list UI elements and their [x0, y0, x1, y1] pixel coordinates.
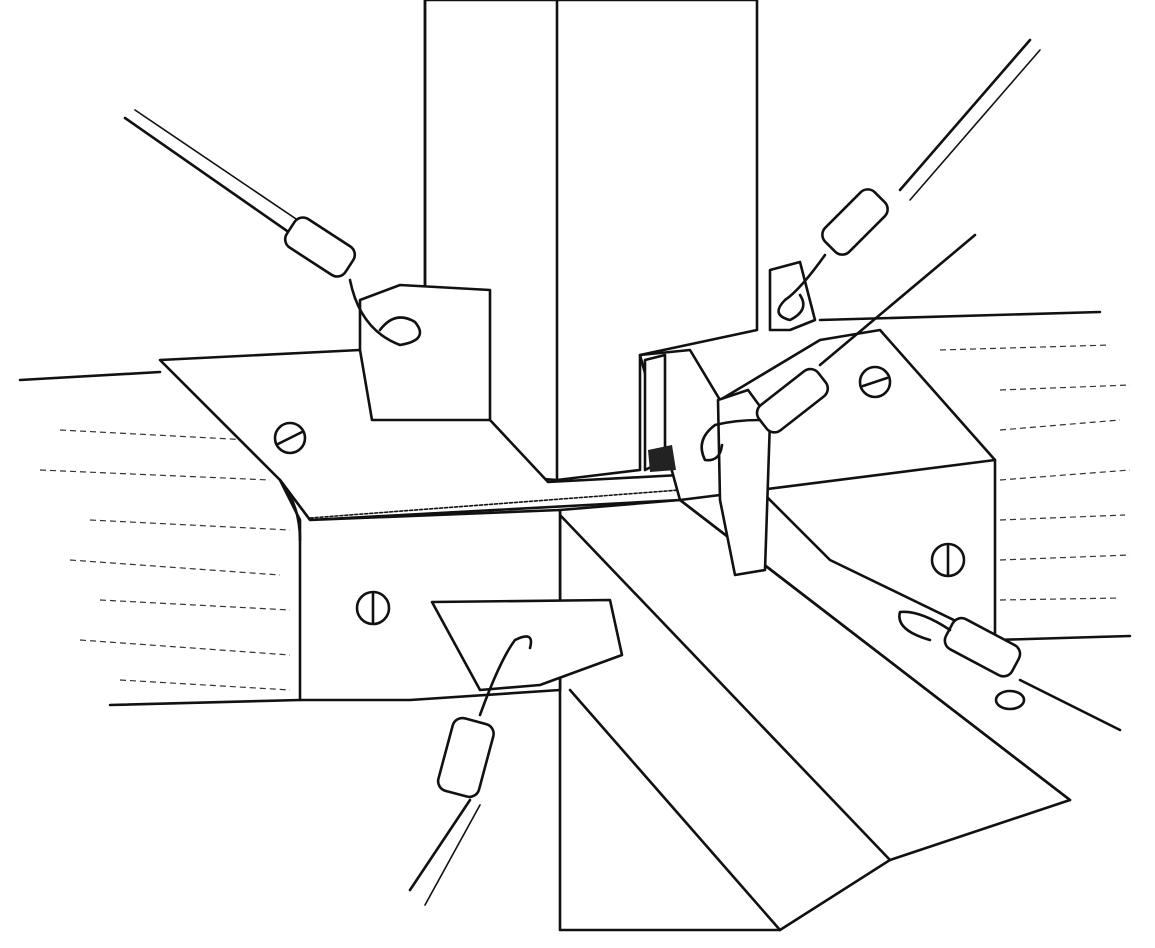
rigging-wire-bottom — [408, 635, 533, 906]
screw-head-2 — [355, 590, 391, 626]
rigging-wire-lower-right — [898, 610, 1122, 732]
rigging-wire-upper-right — [777, 38, 1041, 322]
wooden-crossbeam-left — [18, 370, 302, 707]
wooden-crossbeam-right — [818, 310, 1132, 642]
metal-bracket-left — [158, 283, 682, 702]
screw-head-4 — [930, 542, 966, 578]
vertical-post — [423, 0, 759, 482]
metal-bracket-right — [638, 260, 997, 642]
rigging-wire-upper-left — [123, 109, 422, 347]
screw-head-1 — [273, 421, 307, 455]
rigging-wire-middle-right — [700, 233, 977, 462]
screw-head-3 — [858, 365, 892, 399]
